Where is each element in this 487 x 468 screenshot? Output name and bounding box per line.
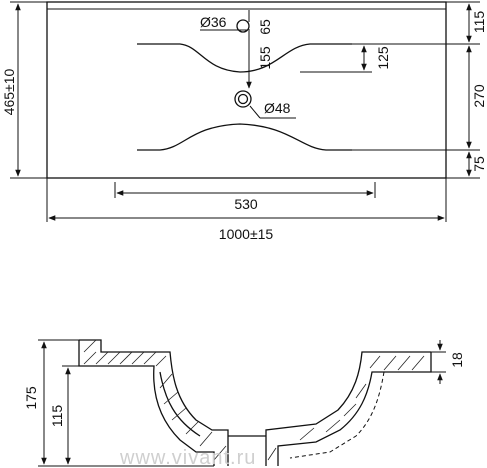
overflow-channel xyxy=(289,371,385,459)
label-115-section: 115 xyxy=(49,405,65,428)
drain-leader xyxy=(249,105,261,119)
section-left-rim xyxy=(79,339,229,466)
label-18: 18 xyxy=(449,352,465,368)
basin-outline xyxy=(46,1,447,179)
section-shell-left xyxy=(159,371,201,437)
drain-hole-outer xyxy=(234,90,252,108)
label-175: 175 xyxy=(23,386,39,410)
label-tap-diameter: Ø36 xyxy=(200,14,227,30)
section-left-inner xyxy=(78,340,215,466)
section-view: 175 115 18 xyxy=(23,339,465,467)
label-155: 155 xyxy=(257,46,273,70)
label-1000: 1000±15 xyxy=(219,226,274,242)
bowl-lower-edge xyxy=(137,123,352,151)
tap-hole xyxy=(236,19,250,33)
label-75: 75 xyxy=(471,156,487,172)
bowl-upper-edge xyxy=(137,43,352,73)
label-125: 125 xyxy=(375,46,391,70)
section-right-rim xyxy=(265,351,431,466)
label-65: 65 xyxy=(257,19,273,35)
label-270: 270 xyxy=(471,84,487,108)
section-hatching xyxy=(83,339,425,461)
label-465: 465±10 xyxy=(1,68,17,115)
top-view: Ø36 65 155 Ø48 125 465±10 115 270 75 530… xyxy=(1,1,487,242)
drain-hole-inner xyxy=(237,93,249,105)
label-530: 530 xyxy=(234,196,258,212)
section-right-inner xyxy=(277,352,432,466)
label-115-right: 115 xyxy=(471,11,487,34)
label-drain-diameter: Ø48 xyxy=(264,100,291,116)
watermark: www.vivant.ru xyxy=(119,447,256,468)
